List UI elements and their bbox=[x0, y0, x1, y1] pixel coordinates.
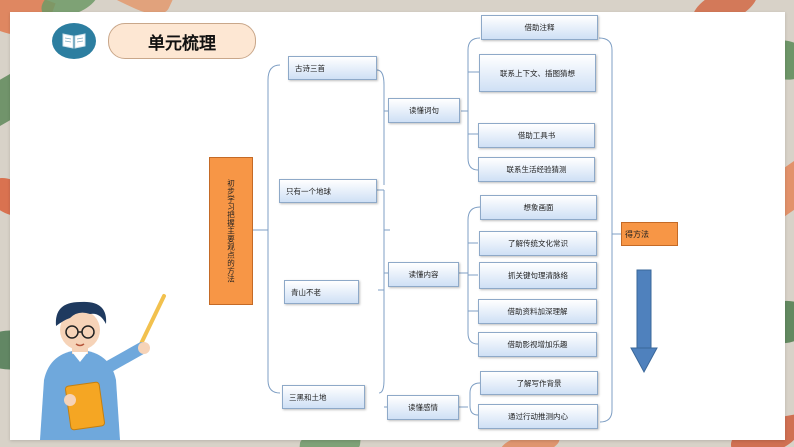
method-node: 通过行动推测内心 bbox=[478, 404, 598, 429]
method-node: 联系上下文、插图猜想 bbox=[479, 54, 596, 92]
method-node: 借助注释 bbox=[481, 15, 598, 40]
summary-node: 得方法 bbox=[621, 222, 678, 246]
text-node-green-mountains: 青山不老 bbox=[284, 280, 359, 304]
text-node-only-one-earth: 只有一个地球 bbox=[279, 179, 377, 203]
method-node: 抓关键句理清脉络 bbox=[479, 262, 597, 289]
skill-node-words: 读懂词句 bbox=[388, 98, 460, 123]
skill-node-feelings: 读懂感情 bbox=[387, 395, 459, 420]
book-icon bbox=[62, 33, 86, 49]
teacher-illustration bbox=[40, 294, 166, 440]
down-arrow-icon bbox=[630, 269, 658, 374]
method-node: 了解写作背景 bbox=[480, 371, 598, 395]
header-badge bbox=[52, 23, 96, 59]
page-title: 单元梳理 bbox=[108, 23, 256, 59]
method-node: 借助影视增加乐趣 bbox=[478, 332, 597, 357]
method-node: 借助资料加深理解 bbox=[478, 299, 597, 324]
mindmap-root: 初步学习把握主要观点的方法 bbox=[209, 157, 253, 305]
method-node: 想象画面 bbox=[480, 195, 597, 220]
text-node-sanhei-and-land: 三黑和土地 bbox=[282, 385, 365, 409]
skill-node-content: 读懂内容 bbox=[388, 262, 459, 287]
method-node: 了解传统文化常识 bbox=[479, 231, 597, 256]
text-node-ancient-poems: 古诗三首 bbox=[288, 56, 377, 80]
method-node: 借助工具书 bbox=[478, 123, 595, 148]
method-node: 联系生活经验猜测 bbox=[478, 157, 595, 182]
